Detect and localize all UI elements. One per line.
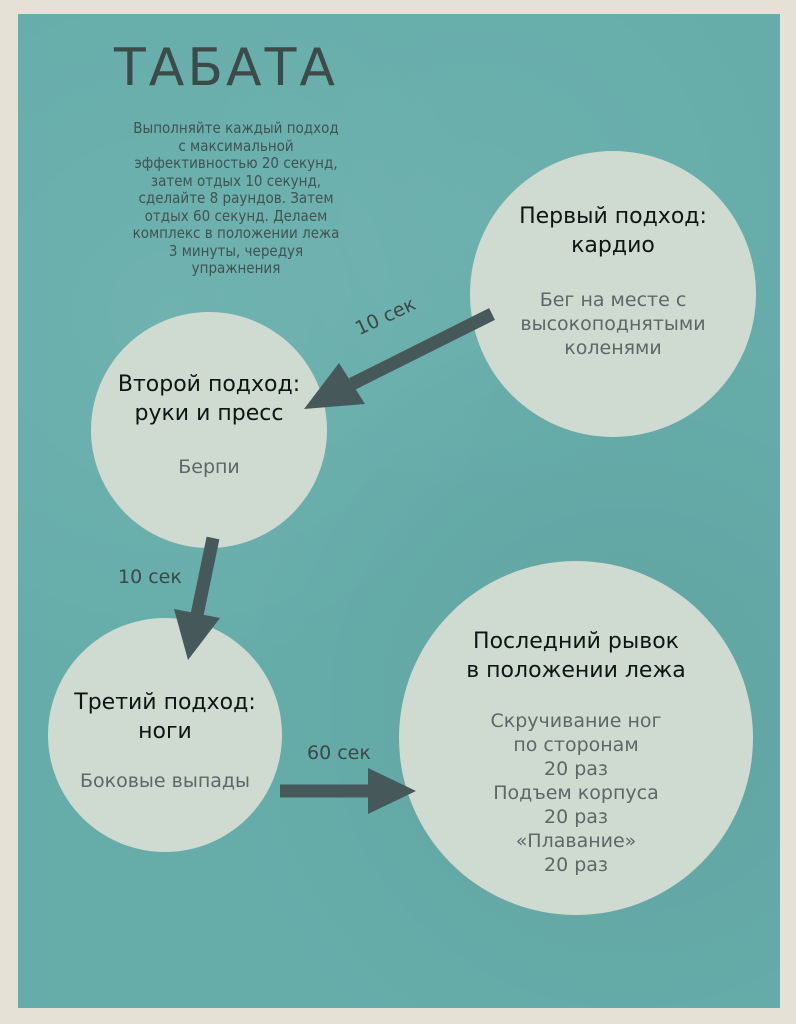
step-2-body: Берпи <box>178 456 240 478</box>
step-3-heading: Третий подход: ноги <box>74 690 256 744</box>
step-3-circle: Третий подход: ноги Боковые выпады <box>48 618 282 852</box>
poster-title: ТАБАТА <box>114 38 338 98</box>
step-3-body: Боковые выпады <box>79 770 251 792</box>
transition-label-2: 10 сек <box>118 566 182 588</box>
arrow-step3-to-step4 <box>280 768 416 814</box>
arrow-step2-to-step3 <box>174 536 220 660</box>
step-2-circle: Второй подход: руки и пресс Берпи <box>91 312 327 548</box>
arrow-step1-to-step2 <box>304 308 495 409</box>
step-4-heading: Последний рывок в положении лежа <box>466 629 686 683</box>
step-4-circle: Последний рывок в положении лежа Скручив… <box>399 561 753 915</box>
step-1-body: Бег на месте с высокоподнятыми коленями <box>520 289 706 359</box>
step-1-heading: Первый подход: кардио <box>519 204 707 258</box>
intro-text: Выполняйте каждый подход с максимальной … <box>132 119 340 277</box>
step-2-heading: Второй подход: руки и пресс <box>117 372 301 426</box>
transition-label-3: 60 сек <box>307 742 371 764</box>
step-1-circle: Первый подход: кардио Бег на месте с выс… <box>470 151 756 437</box>
step-4-body: Скручивание ног по сторонам 20 раз Подъе… <box>490 710 662 876</box>
